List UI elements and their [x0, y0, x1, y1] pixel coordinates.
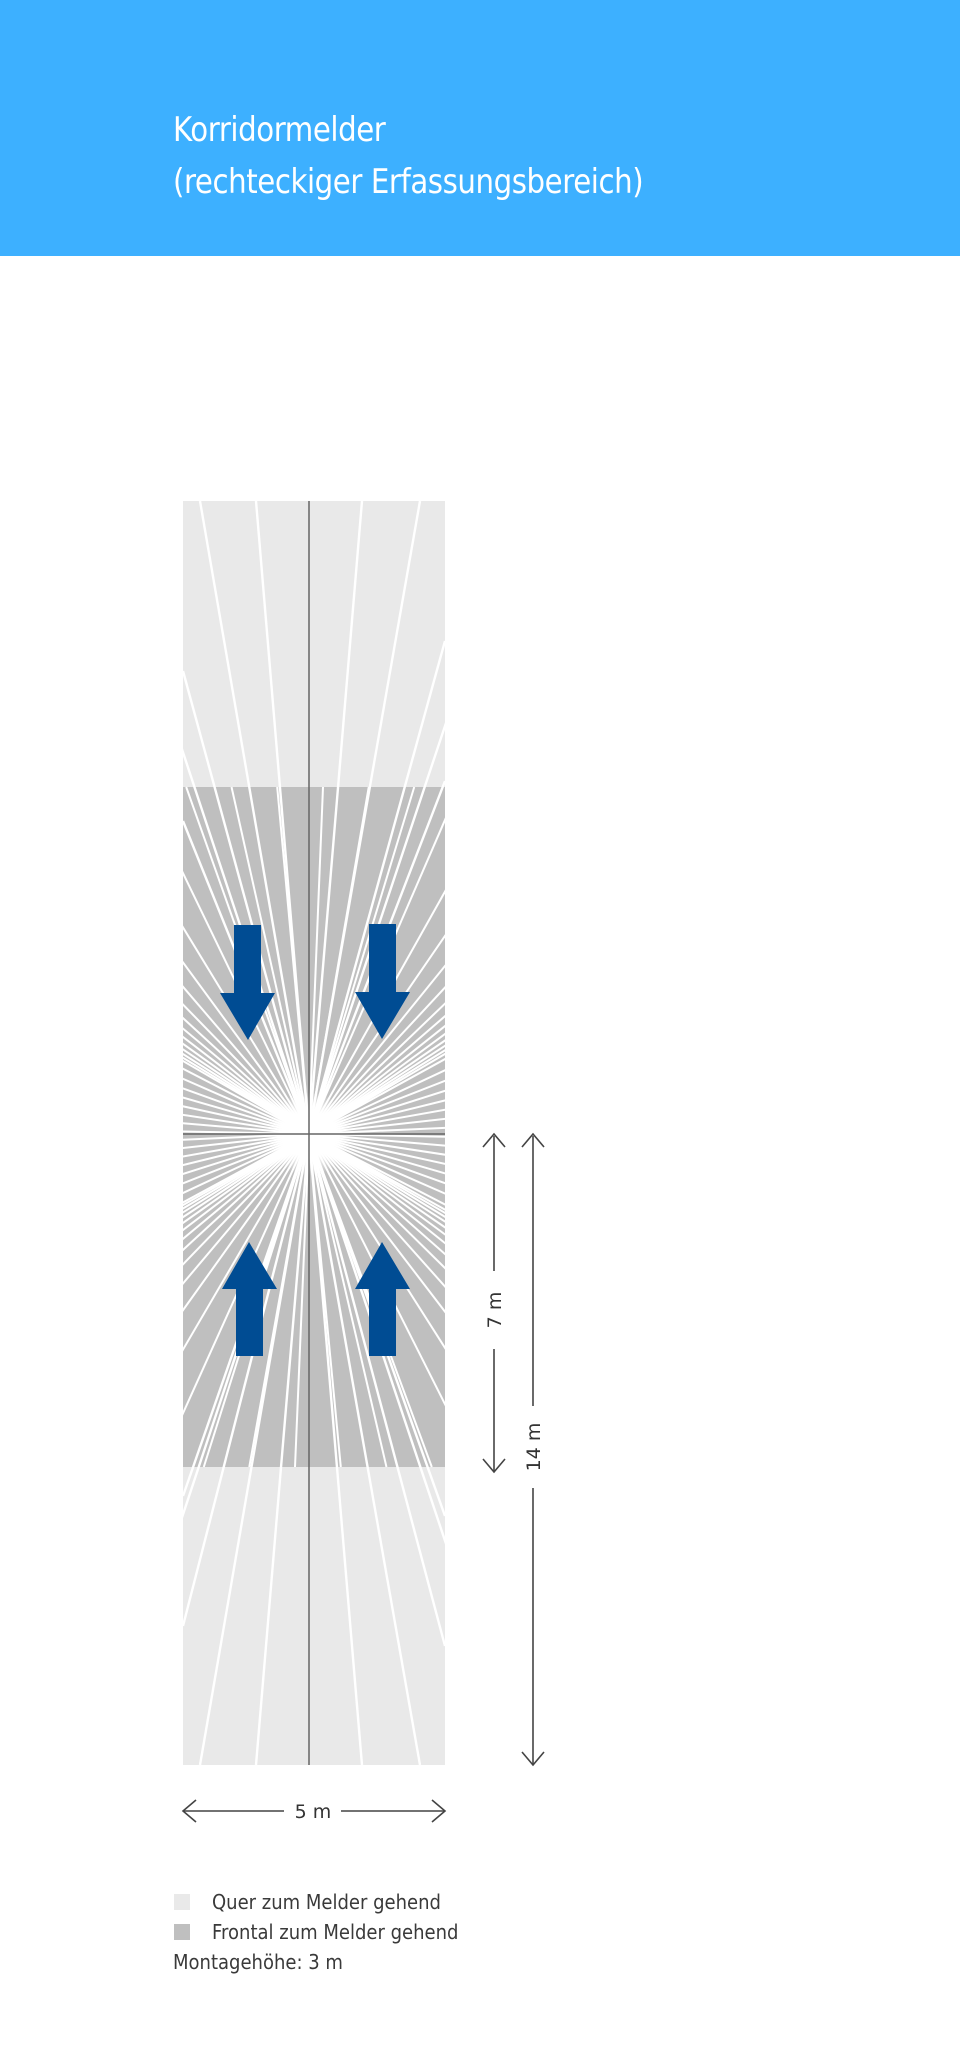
arrow-down-icon [220, 925, 275, 1040]
arrow-up-icon [355, 1242, 410, 1356]
arrowhead-up-icon [521, 1132, 545, 1148]
legend-label: Frontal zum Melder gehend [212, 1920, 459, 1944]
dimension-label-14m: 14 m [523, 1423, 545, 1472]
arrowhead-down-icon [482, 1458, 506, 1474]
legend: Quer zum Melder gehend Frontal zum Melde… [174, 1887, 486, 1947]
arrowhead-right-icon [431, 1799, 447, 1823]
header-banner: Korridormelder (rechteckiger Erfassungsb… [0, 0, 960, 256]
mounting-height: Montagehöhe: 3 m [173, 1950, 343, 1974]
arrow-down-icon [355, 924, 410, 1039]
arrowhead-up-icon [482, 1132, 506, 1148]
arrowhead-left-icon [181, 1799, 197, 1823]
axes [183, 501, 445, 1765]
dimension-lines [181, 1132, 545, 1823]
dimension-label-7m: 7 m [484, 1292, 506, 1329]
movement-arrows [220, 924, 410, 1356]
arrow-up-icon [222, 1242, 277, 1356]
detection-area-diagram: 7 m 14 m 5 m [181, 501, 545, 1823]
title-line-1: Korridormelder [173, 110, 386, 150]
page-title: Korridormelder (rechteckiger Erfassungsb… [173, 104, 644, 208]
legend-swatch-dark [174, 1924, 190, 1940]
legend-item-frontal: Frontal zum Melder gehend [174, 1917, 486, 1947]
arrowhead-down-icon [521, 1751, 545, 1767]
dimension-label-5m: 5 m [295, 1801, 332, 1823]
legend-swatch-light [174, 1894, 190, 1910]
legend-label: Quer zum Melder gehend [212, 1890, 441, 1914]
legend-item-cross: Quer zum Melder gehend [174, 1887, 486, 1917]
title-line-2: (rechteckiger Erfassungsbereich) [173, 162, 644, 202]
dense-rays [183, 786, 445, 1468]
